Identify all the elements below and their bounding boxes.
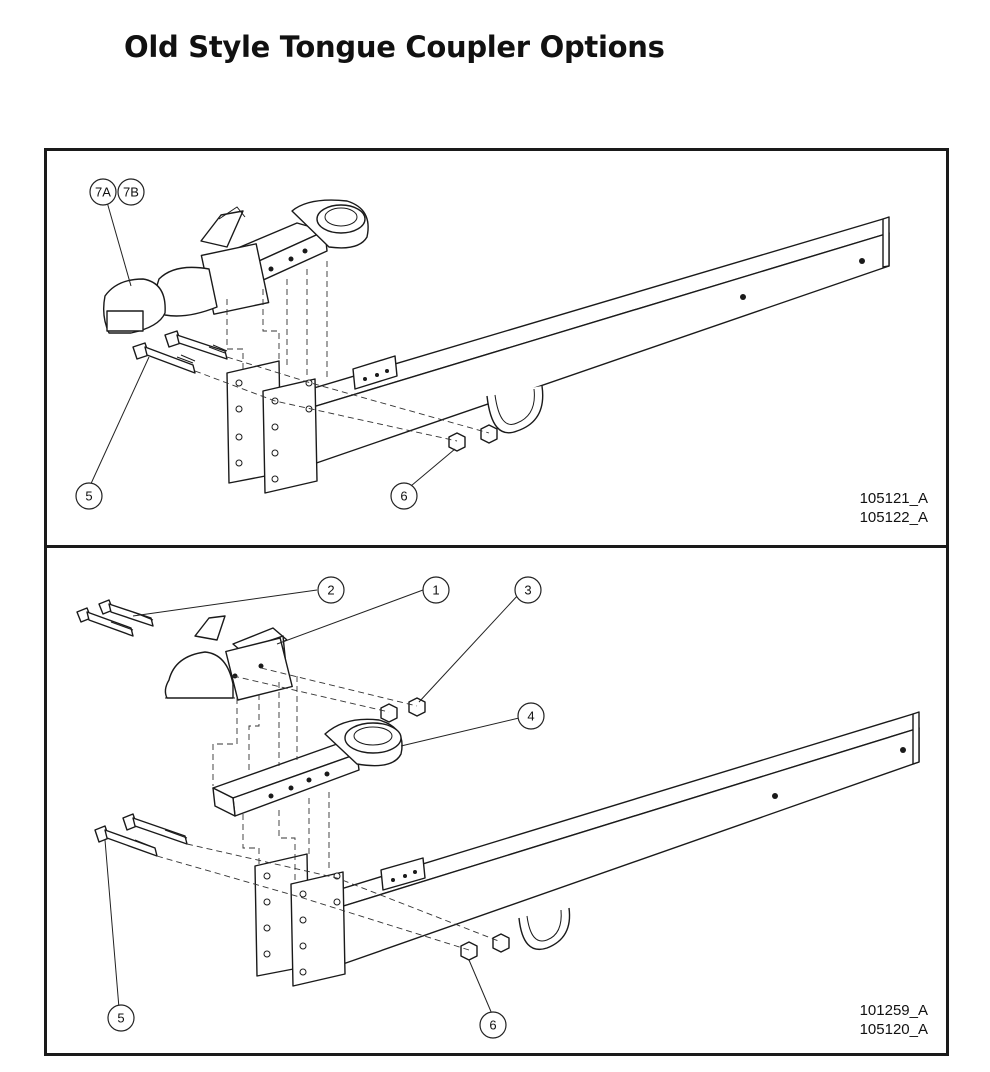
nuts <box>448 424 498 452</box>
drawing-number: 105121_A <box>859 490 928 507</box>
mounting-plates <box>254 853 346 987</box>
top-panel: 7A 7B 5 6 105121_A 105122_A <box>47 151 946 548</box>
callout-7b: 7B <box>117 178 145 206</box>
drawing-number-block: 101259_A 105120_A <box>860 1001 928 1039</box>
svg-text:6: 6 <box>400 489 407 504</box>
bolts <box>94 813 188 857</box>
callout-7a: 7A <box>89 178 117 206</box>
callout-5: 5 <box>75 482 103 510</box>
drawing-number: 105120_A <box>859 1021 928 1038</box>
drawing-number: 105122_A <box>859 509 928 526</box>
callout-4: 4 <box>517 702 545 730</box>
lunette-channel <box>212 718 403 817</box>
hoop-bracket <box>518 907 571 950</box>
tongue-beam <box>286 216 890 470</box>
svg-text:4: 4 <box>527 709 534 724</box>
bottom-panel: 2 1 3 4 5 6 101259_A 105120_A <box>47 548 946 1053</box>
page-title: Old Style Tongue Coupler Options <box>124 30 665 64</box>
bolts <box>132 330 228 374</box>
svg-text:3: 3 <box>524 583 531 598</box>
hoop-bracket <box>486 385 544 434</box>
callout-2: 2 <box>317 576 345 604</box>
coupler-assembly <box>102 199 369 334</box>
callout-6: 6 <box>479 1011 507 1039</box>
beam-plate <box>380 857 426 891</box>
beam-plate <box>352 355 398 390</box>
svg-text:5: 5 <box>117 1011 124 1026</box>
drawing-number: 101259_A <box>859 1002 928 1019</box>
top-exploded-drawing: 7A 7B 5 6 <box>75 178 890 510</box>
callout-3: 3 <box>514 576 542 604</box>
svg-text:2: 2 <box>327 583 334 598</box>
coupler-nuts <box>380 697 426 723</box>
callout-leaders <box>104 589 520 1015</box>
coupler <box>164 615 293 701</box>
callout-6: 6 <box>390 482 418 510</box>
diagram-frame: 7A 7B 5 6 105121_A 105122_A <box>44 148 949 1056</box>
svg-text:7A: 7A <box>95 185 111 200</box>
svg-text:6: 6 <box>489 1018 496 1033</box>
tongue-beam <box>330 711 920 965</box>
callout-5: 5 <box>107 1004 135 1032</box>
callout-leaders <box>88 194 456 492</box>
assembly-lines <box>156 667 502 951</box>
coupler-bolts <box>76 599 154 637</box>
nuts <box>460 933 510 961</box>
svg-text:5: 5 <box>85 489 92 504</box>
drawing-number-block: 105121_A 105122_A <box>860 489 928 527</box>
svg-text:7B: 7B <box>123 185 139 200</box>
bottom-exploded-drawing: 2 1 3 4 5 6 <box>76 576 920 1039</box>
svg-text:1: 1 <box>432 583 439 598</box>
assembly-lines <box>194 261 490 442</box>
callout-1: 1 <box>422 576 450 604</box>
